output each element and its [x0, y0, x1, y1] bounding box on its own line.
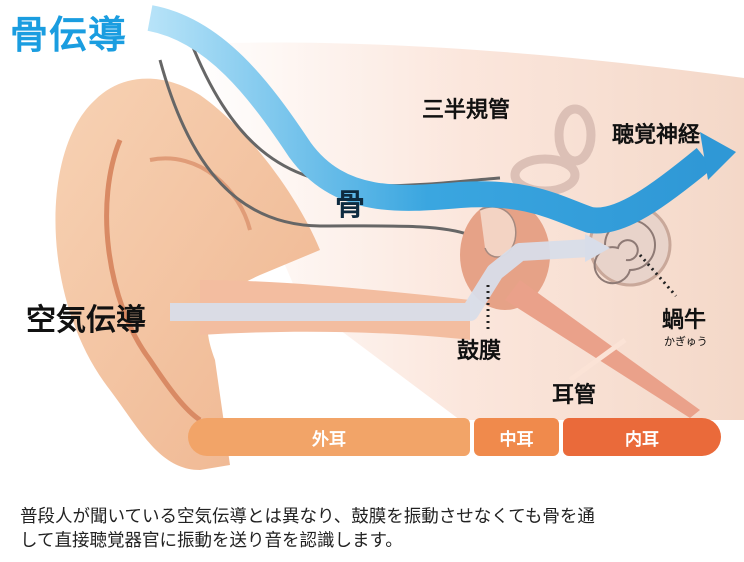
label-cochlea: 蝸牛: [662, 308, 707, 333]
label-bone: 骨: [335, 188, 365, 223]
bone-conduction-arrow: [147, 5, 714, 234]
outer-ear: [55, 78, 320, 471]
ear-fold: [104, 139, 202, 423]
label-eardrum: 鼓膜: [457, 339, 502, 364]
air-conduction-arrow: [170, 239, 591, 321]
caption: 普段人が聞いている空気伝導とは異なり、鼓膜を振動させなくても骨を通 して直接聴覚…: [20, 505, 735, 553]
label-auditory-nerve: 聴覚神経: [612, 123, 701, 148]
semicircular-canal-1: [554, 104, 596, 166]
label-semicircular-canals: 三半規管: [422, 98, 511, 123]
section-inner-ear: 内耳: [563, 418, 721, 456]
eustachian-tube: [505, 280, 700, 418]
caption-line-2: して直接聴覚器官に振動を送り音を認識します。: [20, 531, 403, 551]
section-middle-ear: 中耳: [474, 418, 559, 456]
caption-line-1: 普段人が聞いている空気伝導とは異なり、鼓膜を振動させなくても骨を通: [20, 507, 595, 527]
bone-arrow-head: [700, 132, 736, 180]
ear-canal-leader: [568, 337, 627, 383]
air-arrow-head: [585, 234, 610, 262]
label-ear-canal: 耳管: [552, 383, 597, 408]
label-cochlea-reading: かぎゅう: [664, 335, 708, 348]
title: 骨伝導: [10, 13, 128, 57]
section-outer-ear: 外耳: [188, 418, 470, 456]
bone-outline-lower: [158, 59, 471, 237]
label-air-conduction: 空気伝導: [26, 303, 146, 338]
